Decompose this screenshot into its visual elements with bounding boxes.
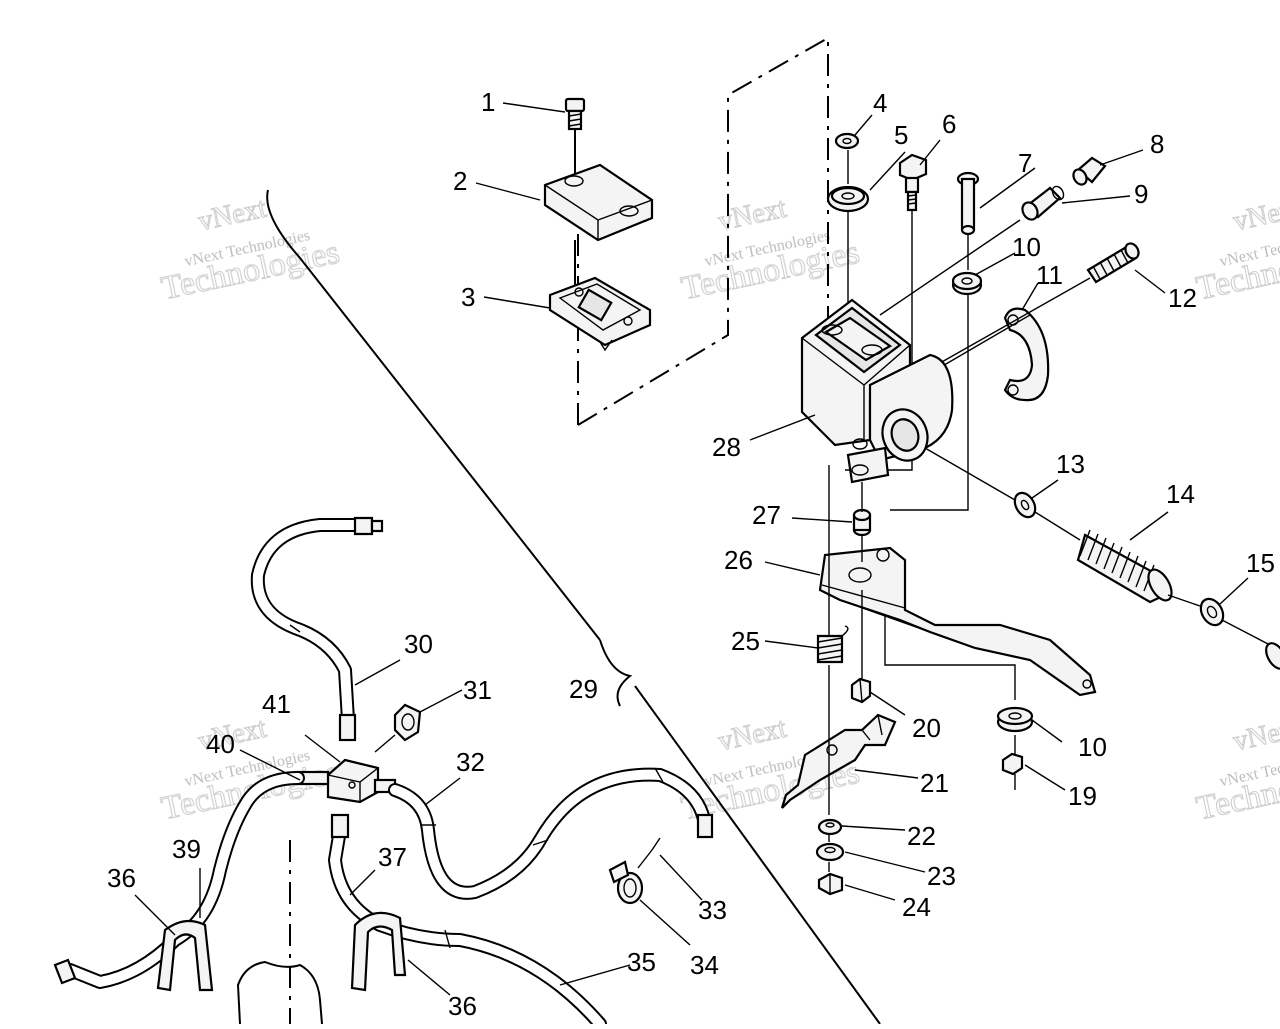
- hose-clip-part: [156, 919, 214, 992]
- callout-3: 3: [461, 282, 475, 312]
- nut-part: [1001, 752, 1024, 790]
- callout-labels: 1 2 3 4 5 6 7 8 9 10 11 12 13 14 15 19 2…: [107, 87, 1275, 1021]
- washer-part: [834, 132, 860, 150]
- watermark: vNext vNext Technologies Technologies vN…: [158, 192, 1280, 828]
- callout-14: 14: [1166, 479, 1195, 509]
- hose-clip-part: [350, 911, 407, 992]
- callout-9: 9: [1134, 179, 1148, 209]
- diaphragm-part: [548, 276, 652, 352]
- callout-30: 30: [404, 629, 433, 659]
- callout-33: 33: [698, 895, 727, 925]
- callout-36: 36: [107, 863, 136, 893]
- screw-part: [564, 97, 586, 176]
- callout-23: 23: [927, 861, 956, 891]
- bolt-part: [845, 153, 928, 471]
- callout-20: 20: [912, 713, 941, 743]
- spring-part: [816, 625, 849, 664]
- brake-hose-part: [53, 771, 305, 989]
- bolt-part: [817, 872, 844, 896]
- callout-22: 22: [907, 821, 936, 851]
- callout-31: 31: [463, 675, 492, 705]
- callout-2: 2: [453, 166, 467, 196]
- callout-1: 1: [481, 87, 495, 117]
- callout-39: 39: [172, 834, 201, 864]
- caliper-fragment: [236, 840, 323, 1025]
- callout-37: 37: [378, 842, 407, 872]
- nut-part: [850, 677, 872, 704]
- junction-block-part: [296, 758, 397, 804]
- callout-15: 15: [1246, 548, 1275, 578]
- callout-40: 40: [206, 729, 235, 759]
- callout-10-lower: 10: [1078, 732, 1107, 762]
- divider-line: [266, 189, 881, 1025]
- svg-text:vNext: vNext: [196, 193, 270, 238]
- callout-12: 12: [1168, 283, 1197, 313]
- callout-41: 41: [262, 689, 291, 719]
- leader-lines: [134, 102, 1249, 996]
- washer-part: [817, 818, 843, 836]
- callout-25: 25: [731, 626, 760, 656]
- callout-6: 6: [942, 109, 956, 139]
- callout-28: 28: [712, 432, 741, 462]
- reservoir-cover-part: [543, 163, 654, 285]
- callout-5: 5: [894, 120, 908, 150]
- callout-36-lower: 36: [448, 991, 477, 1021]
- brake-lever-part: [818, 546, 1097, 700]
- bracket-part: [780, 713, 897, 809]
- callout-19: 19: [1068, 781, 1097, 811]
- spring-part: [1034, 511, 1173, 604]
- brake-hose-part: [328, 813, 607, 1029]
- svg-text:vNext: vNext: [1231, 193, 1280, 238]
- callout-32: 32: [456, 747, 485, 777]
- fitting-part: [374, 703, 422, 753]
- callout-21: 21: [920, 768, 949, 798]
- brake-hose-part: [388, 767, 714, 900]
- callout-26: 26: [724, 545, 753, 575]
- assembly-axis: [828, 465, 863, 872]
- bushing-part: [852, 508, 872, 537]
- pivot-pin-part: [890, 171, 980, 511]
- washer-part: [951, 271, 983, 296]
- master-cylinder-body-part: [800, 298, 1016, 501]
- hose-clamp-part: [608, 837, 661, 905]
- svg-text:vNext: vNext: [1231, 713, 1280, 758]
- callout-4: 4: [873, 88, 887, 118]
- lock-washer-part: [815, 842, 845, 862]
- callout-7: 7: [1018, 148, 1032, 178]
- svg-text:vNext: vNext: [716, 713, 790, 758]
- washer-part: [996, 706, 1034, 755]
- callout-24: 24: [902, 892, 931, 922]
- washer-part: [1013, 491, 1037, 519]
- callout-27: 27: [752, 500, 781, 530]
- washer-part: [1167, 594, 1280, 670]
- callout-13: 13: [1056, 449, 1085, 479]
- svg-text:vNext: vNext: [716, 193, 790, 238]
- callout-34: 34: [690, 950, 719, 980]
- brake-hose-part: [250, 516, 384, 742]
- callout-35: 35: [627, 947, 656, 977]
- callout-29: 29: [569, 674, 598, 704]
- callout-11: 11: [1036, 260, 1063, 290]
- callout-8: 8: [1150, 129, 1164, 159]
- callout-10: 10: [1012, 232, 1041, 262]
- fitting-part: [879, 156, 1107, 316]
